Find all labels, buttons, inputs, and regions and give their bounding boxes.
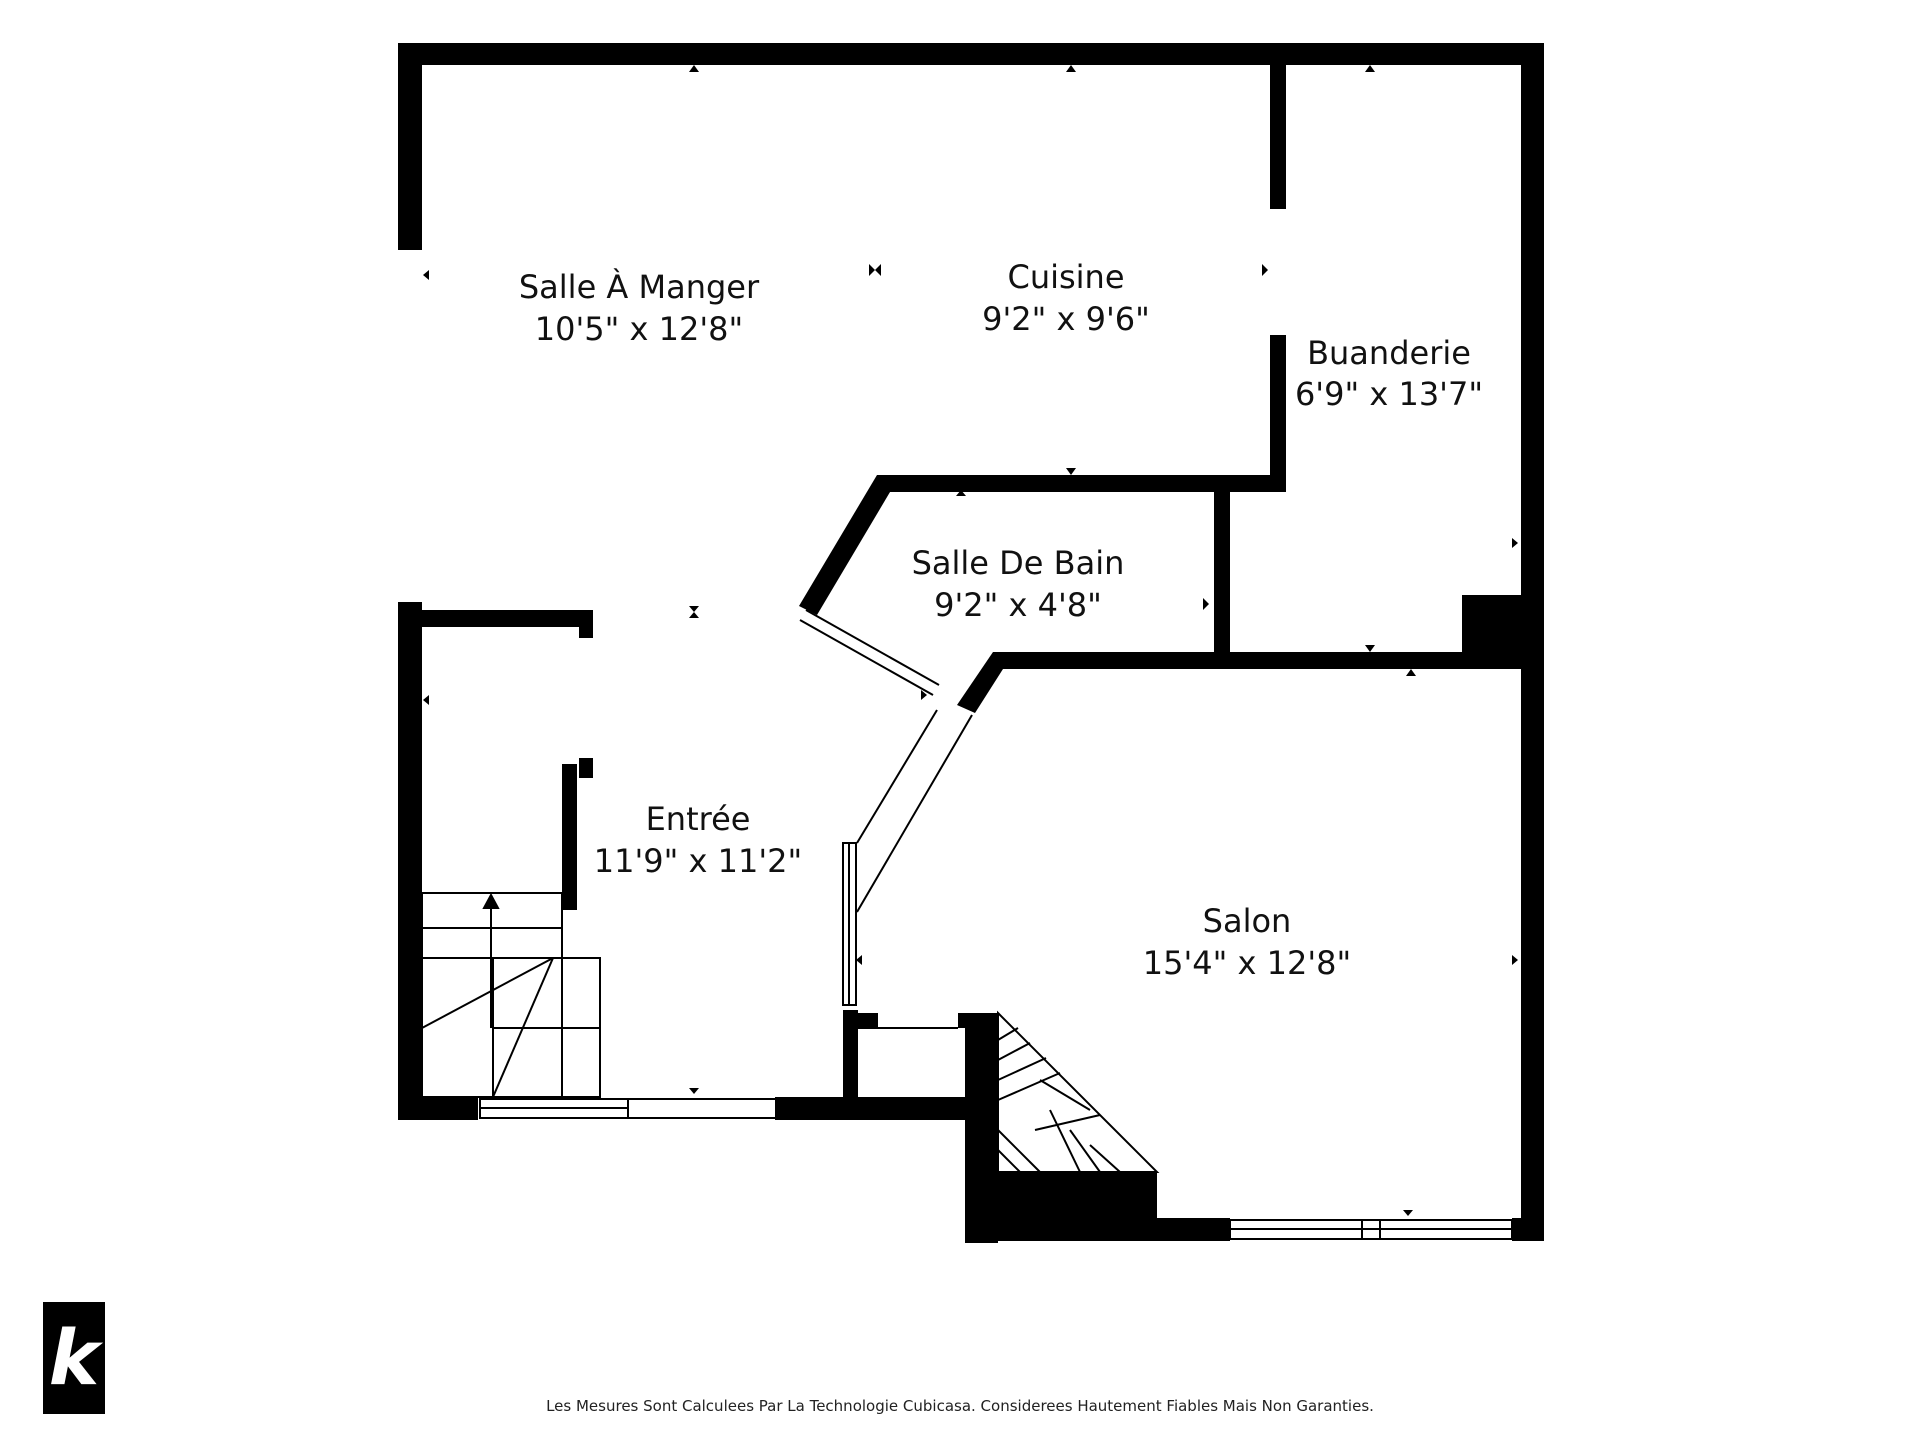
walls <box>398 43 1544 1243</box>
room-name-buanderie: Buanderie <box>1307 334 1471 372</box>
cubicasa-logo: k <box>43 1302 105 1414</box>
windows <box>479 842 1513 1240</box>
room-dims-salle-a-manger: 10'5" x 12'8" <box>535 310 743 348</box>
room-dims-cuisine: 9'2" x 9'6" <box>982 300 1150 338</box>
room-dims-buanderie: 6'9" x 13'7" <box>1295 375 1483 413</box>
fireplace <box>997 1010 1160 1173</box>
stairs <box>421 892 601 1098</box>
thin-lines <box>628 609 973 1119</box>
dimension-markers <box>423 65 1518 1216</box>
room-dims-salle-de-bain: 9'2" x 4'8" <box>934 586 1102 624</box>
room-labels: Salle À Manger 10'5" x 12'8" Cuisine 9'2… <box>519 258 1483 982</box>
room-name-cuisine: Cuisine <box>1007 258 1124 296</box>
room-dims-salon: 15'4" x 12'8" <box>1143 944 1351 982</box>
room-dims-entree: 11'9" x 11'2" <box>594 842 802 880</box>
disclaimer-text: Les Mesures Sont Calculees Par La Techno… <box>546 1397 1374 1415</box>
room-name-salle-a-manger: Salle À Manger <box>519 268 760 306</box>
room-name-salle-de-bain: Salle De Bain <box>912 544 1125 582</box>
room-name-entree: Entrée <box>646 800 751 838</box>
room-name-salon: Salon <box>1203 902 1292 940</box>
